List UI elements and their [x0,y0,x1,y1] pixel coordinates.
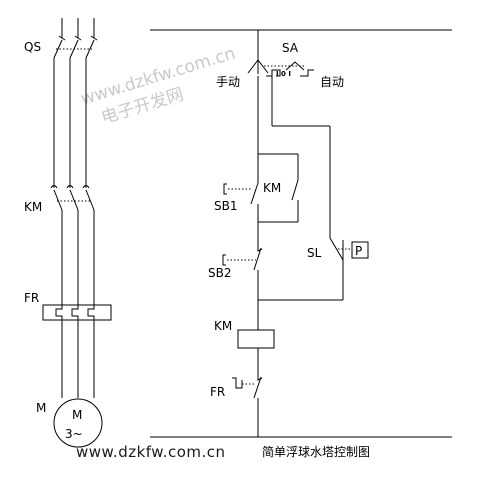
main-circuit: QS KM FR M 3~ [24,18,112,448]
motor-m-label: M [72,408,82,422]
sb1-button [223,182,259,222]
sa-contacts-label: I 0 I [276,70,291,78]
fr-label: FR [24,291,39,305]
m-label: M [36,401,46,415]
fr-contact-label: FR [210,385,225,399]
km-hold-label: KM [263,181,281,195]
sa-manual-label: 手动 [216,75,240,89]
km-coil [237,329,275,377]
sa-label: SA [282,41,299,55]
sl-label: SL [307,246,322,260]
p-label: P [355,244,362,258]
qs-switch [53,35,98,59]
km-coil-label: KM [214,319,232,333]
motor-phase-label: 3~ [65,427,83,441]
km-main-contacts [50,185,95,211]
caption-url: www.dzkfw.com.cn [76,443,226,461]
sa-selector-switch: I 0 I [247,30,314,78]
control-circuit: I 0 I SA 手动 自动 SB1 KM [150,29,452,438]
fr-thermal-relay [42,304,112,321]
sl-float-switch: P [258,237,369,301]
sb2-label: SB2 [208,266,231,280]
sa-auto-label: 自动 [320,75,344,89]
qs-label: QS [24,40,41,54]
sb2-button [222,247,263,330]
km-hold-contact [258,153,299,223]
motor: M 3~ [53,398,103,448]
sb1-label: SB1 [214,199,237,213]
caption-title: 简单浮球水塔控制图 [262,445,370,459]
fr-contact [232,376,263,437]
km-main-label: KM [24,200,42,214]
